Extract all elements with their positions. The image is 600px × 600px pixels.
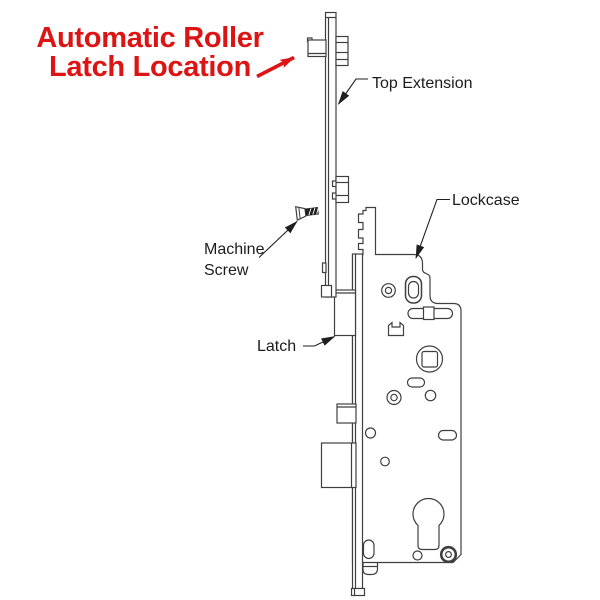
deadbolt-block — [320, 442, 357, 489]
roller-latch-arrow — [256, 55, 295, 79]
spindle-follower — [415, 345, 444, 373]
bottom-tab — [362, 562, 379, 576]
label-machine-screw: Machine Screw — [204, 239, 264, 281]
label-machine-screw-line-2: Screw — [204, 262, 249, 279]
label-machine-screw-line-1: Machine — [204, 241, 265, 258]
euro-cylinder-cutout — [412, 497, 445, 551]
callout-line-1: Automatic Roller — [36, 22, 264, 54]
extension-strip — [320, 11, 337, 298]
screw-boss-top-icon — [381, 283, 396, 298]
label-lockcase: Lockcase — [452, 192, 520, 209]
roller-adjust-slot — [404, 275, 423, 304]
leader-top-extension — [337, 78, 368, 105]
slot-vertical — [362, 539, 375, 560]
fixing-ring-icon — [439, 545, 458, 564]
hole-small — [412, 550, 423, 561]
lockcase-details — [362, 275, 458, 576]
keeper-block — [336, 403, 357, 424]
screw-boss-mid-icon — [386, 389, 402, 406]
callout-roller-latch: Automatic Roller Latch Location — [26, 24, 274, 82]
hole-round — [364, 427, 377, 439]
machine-screw-icon — [294, 205, 319, 222]
hole-round — [424, 389, 437, 402]
slot-small — [406, 377, 426, 388]
leader-lockcase — [415, 198, 450, 259]
lockcase-body — [351, 206, 462, 564]
leader-machine-screw — [258, 220, 298, 258]
slot-right — [437, 429, 458, 441]
callout-line-2: Latch Location — [48, 51, 252, 83]
label-latch: Latch — [257, 338, 297, 355]
label-top-extension: Top Extension — [372, 75, 473, 92]
leader-latch — [303, 336, 336, 347]
latch-bolt — [333, 289, 357, 337]
roller-latch — [306, 35, 349, 67]
spring-clip — [387, 321, 405, 337]
strip-keeper — [331, 175, 350, 204]
handle-slot — [407, 306, 454, 321]
hole-small — [380, 456, 390, 467]
